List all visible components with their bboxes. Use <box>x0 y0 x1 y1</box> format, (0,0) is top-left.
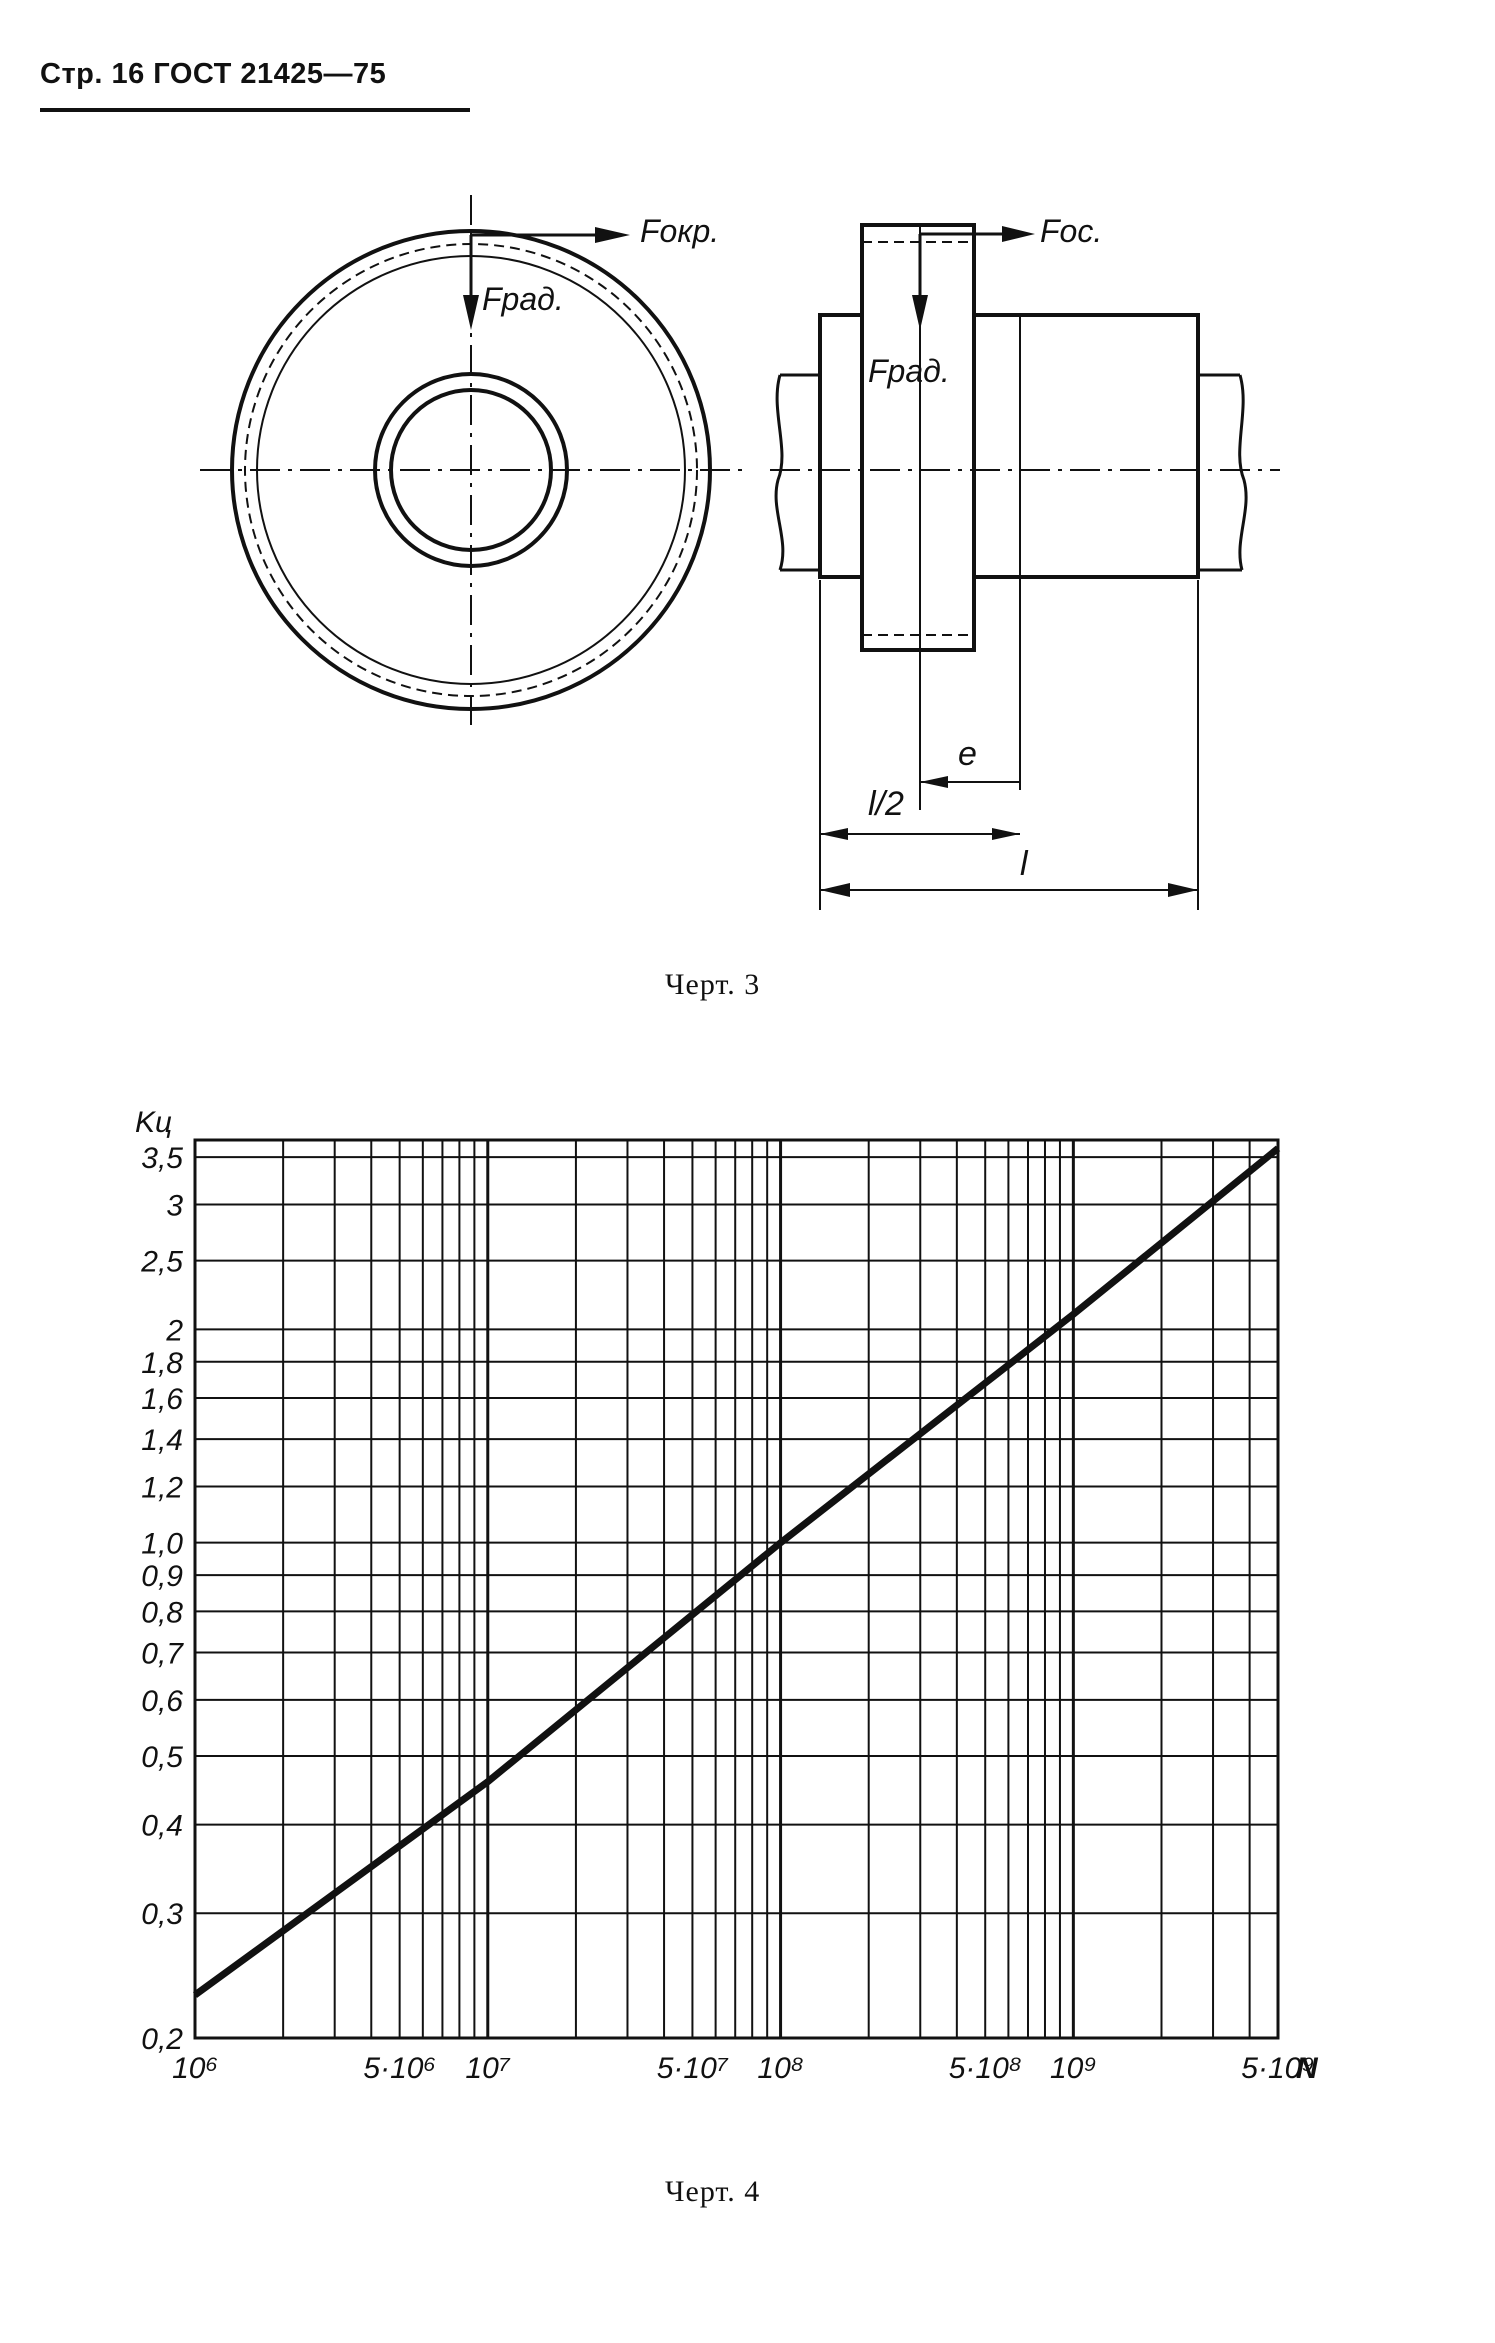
x-tick-label: 10⁶ <box>172 2052 218 2085</box>
y-tick-label: 1,0 <box>141 1528 183 1561</box>
label-l: l <box>1020 845 1029 883</box>
label-l-half: l/2 <box>868 785 904 823</box>
x-tick-label: 10⁹ <box>1050 2052 1097 2085</box>
x-tick-label: 5·10⁸ <box>949 2052 1022 2085</box>
label-f-rad-right: Fрад. <box>868 353 950 389</box>
figure-3-drawing: Fокр. Fрад. Fос. Fрад. e l/2 l <box>200 195 1280 910</box>
label-e: e <box>958 735 977 773</box>
figure-4-caption: Черт. 4 <box>665 2175 761 2208</box>
y-tick-label: 0,6 <box>141 1685 183 1718</box>
y-tick-label: 2 <box>165 1314 183 1347</box>
y-tick-label: 0,7 <box>141 1637 184 1670</box>
figure-3-caption: Черт. 3 <box>665 968 761 1001</box>
label-f-rad-left: Fрад. <box>482 281 564 317</box>
y-tick-label: 0,5 <box>141 1741 183 1774</box>
page-header: Стр. 16 ГОСТ 21425—75 <box>40 58 387 90</box>
y-tick-label: 1,4 <box>141 1424 183 1457</box>
y-tick-label: 2,5 <box>140 1246 183 1279</box>
y-tick-label: 0,9 <box>141 1560 183 1593</box>
y-tick-label: 0,3 <box>141 1898 183 1931</box>
y-tick-label: 3 <box>166 1190 183 1223</box>
x-tick-label: 5·10⁷ <box>657 2052 729 2085</box>
plot-frame <box>193 1138 1280 2040</box>
wheel-side <box>860 223 976 652</box>
y-tick-label: 0,4 <box>141 1810 183 1843</box>
label-f-os: Fос. <box>1040 213 1102 249</box>
label-f-okr: Fокр. <box>640 213 719 249</box>
x-axis-label: N <box>1296 2052 1319 2085</box>
chart-svg: 0,20,30,40,50,60,70,80,91,01,21,41,61,82… <box>135 1106 1319 2085</box>
y-tick-label: 1,8 <box>141 1347 183 1380</box>
x-tick-label: 5·10⁶ <box>363 2052 436 2085</box>
x-tick-label: 10⁸ <box>757 2052 803 2085</box>
y-tick-label: 1,2 <box>141 1472 183 1505</box>
x-tick-label: 5·10⁹ <box>1241 2052 1314 2085</box>
y-tick-label: 1,6 <box>141 1383 183 1416</box>
y-tick-label: 0,2 <box>141 2023 183 2056</box>
y-axis-label: Kц <box>135 1106 172 1139</box>
shaft-body <box>818 313 1200 579</box>
header-underline <box>40 108 470 112</box>
y-tick-label: 3,5 <box>141 1142 183 1175</box>
y-tick-label: 0,8 <box>141 1596 183 1629</box>
series-line <box>192 1145 1281 1998</box>
x-tick-label: 10⁷ <box>465 2052 510 2085</box>
